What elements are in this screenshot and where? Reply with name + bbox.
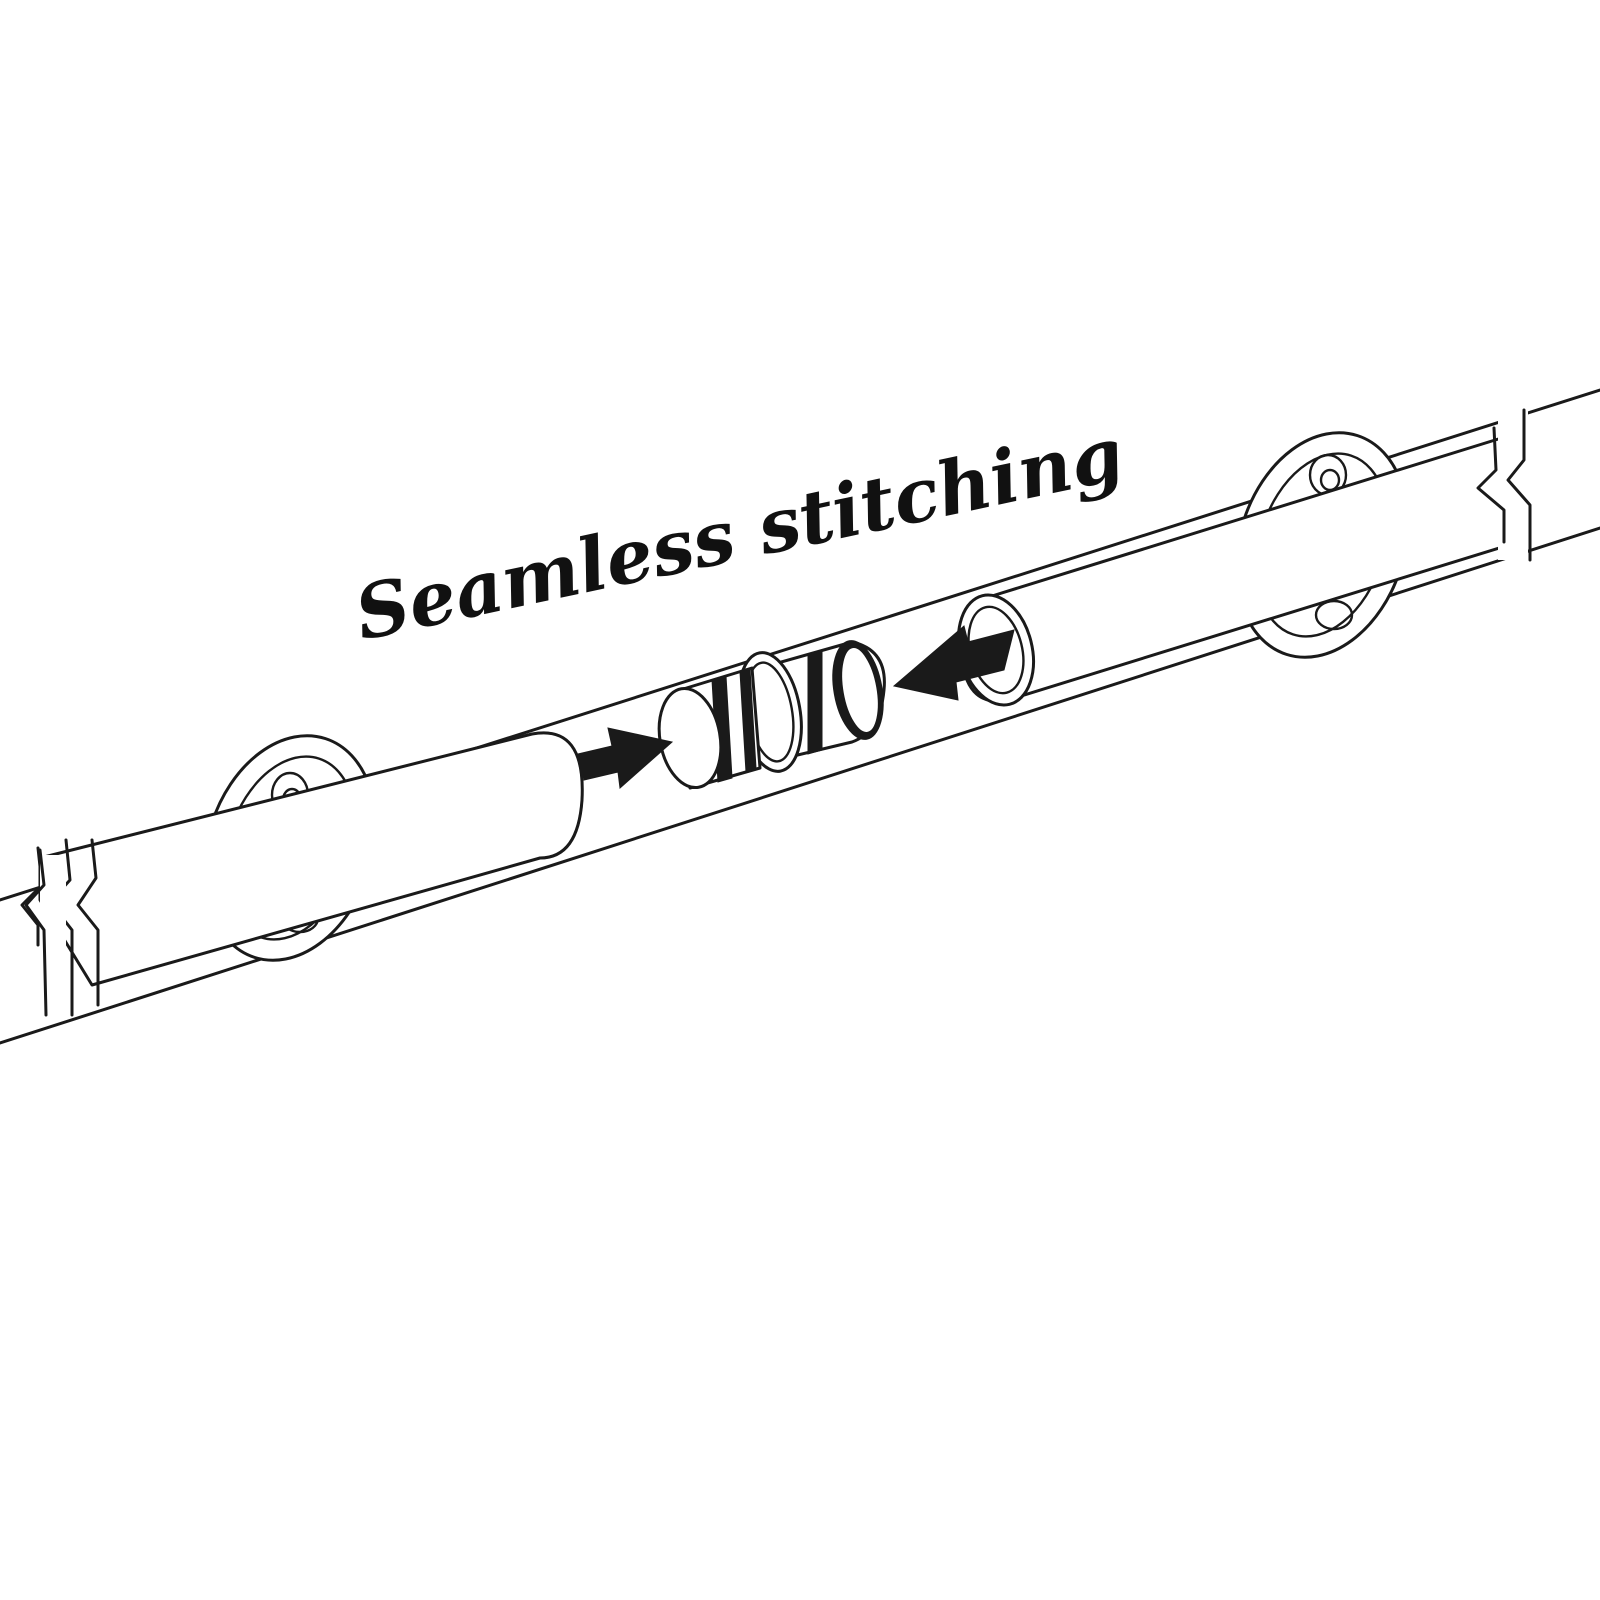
splice-connector (657, 640, 886, 790)
insert-arrow-left (577, 727, 674, 790)
insert-arrow-right (892, 625, 1015, 701)
right-break-mark (1476, 408, 1532, 562)
left-break-mark (20, 838, 100, 1017)
left-rail-segment (38, 731, 584, 987)
